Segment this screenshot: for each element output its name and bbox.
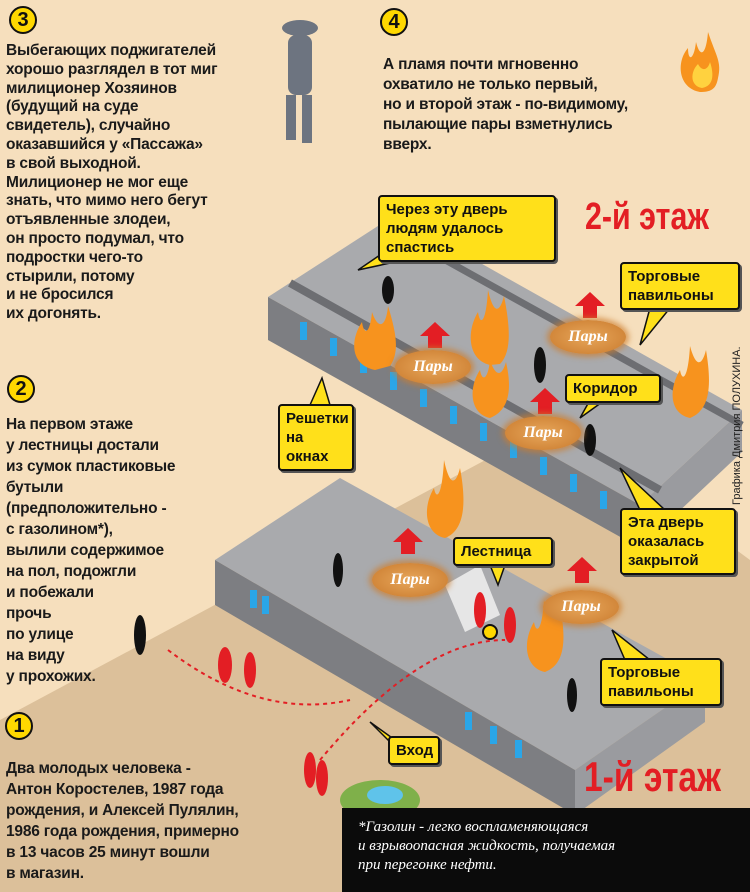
vapor-cloud: Пары xyxy=(543,590,619,624)
step-1-badge: 1 xyxy=(5,712,33,740)
policeman-figure xyxy=(282,20,318,143)
flame-icons xyxy=(354,32,720,672)
footnote: *Газолин - легко воспламеняющаяся и взры… xyxy=(342,808,750,892)
callout-stairs: Лестница xyxy=(453,537,553,566)
step-3-badge: 3 xyxy=(9,6,37,34)
step-4-badge: 4 xyxy=(380,8,408,36)
callout-entrance: Вход xyxy=(388,736,440,765)
vapor-arrows xyxy=(393,292,605,583)
vapor-cloud: Пары xyxy=(550,320,626,354)
callout-pavilions-top: Торговые павильоны xyxy=(620,262,740,310)
vapor-cloud: Пары xyxy=(505,416,581,450)
first-floor-label: 1-й этаж xyxy=(584,753,721,800)
callout-corridor: Коридор xyxy=(565,374,661,403)
step-1-text: Два молодых человека - Антон Коростелев,… xyxy=(6,760,239,882)
arsonists xyxy=(218,592,516,796)
fire-origin-icon xyxy=(482,624,498,640)
step-2-badge: 2 xyxy=(7,375,35,403)
step-3-text: Выбегающих поджигателей хорошо разглядел… xyxy=(6,42,218,323)
vapor-cloud: Пары xyxy=(395,350,471,384)
callout-pavilions-bottom: Торговые павильоны xyxy=(600,658,722,706)
escape-route xyxy=(167,639,506,761)
vapor-cloud: Пары xyxy=(372,563,448,597)
step-4-text: А пламя почти мгновенно охватило не толь… xyxy=(383,56,629,153)
first-floor-building xyxy=(215,478,705,815)
people-silhouettes xyxy=(134,276,596,712)
step-2-text: На первом этаже у лестницы достали из су… xyxy=(6,416,176,685)
callout-locked-door: Эта дверь оказалась закрытой xyxy=(620,508,736,575)
graphics-credit: Графика Дмитрия ПОЛУХИНА. xyxy=(731,346,743,505)
second-floor-label: 2-й этаж xyxy=(585,196,709,238)
callout-escape-door: Через эту дверь людям удалось спастись xyxy=(378,195,556,262)
callout-window-bars: Решетки на окнах xyxy=(278,404,354,471)
